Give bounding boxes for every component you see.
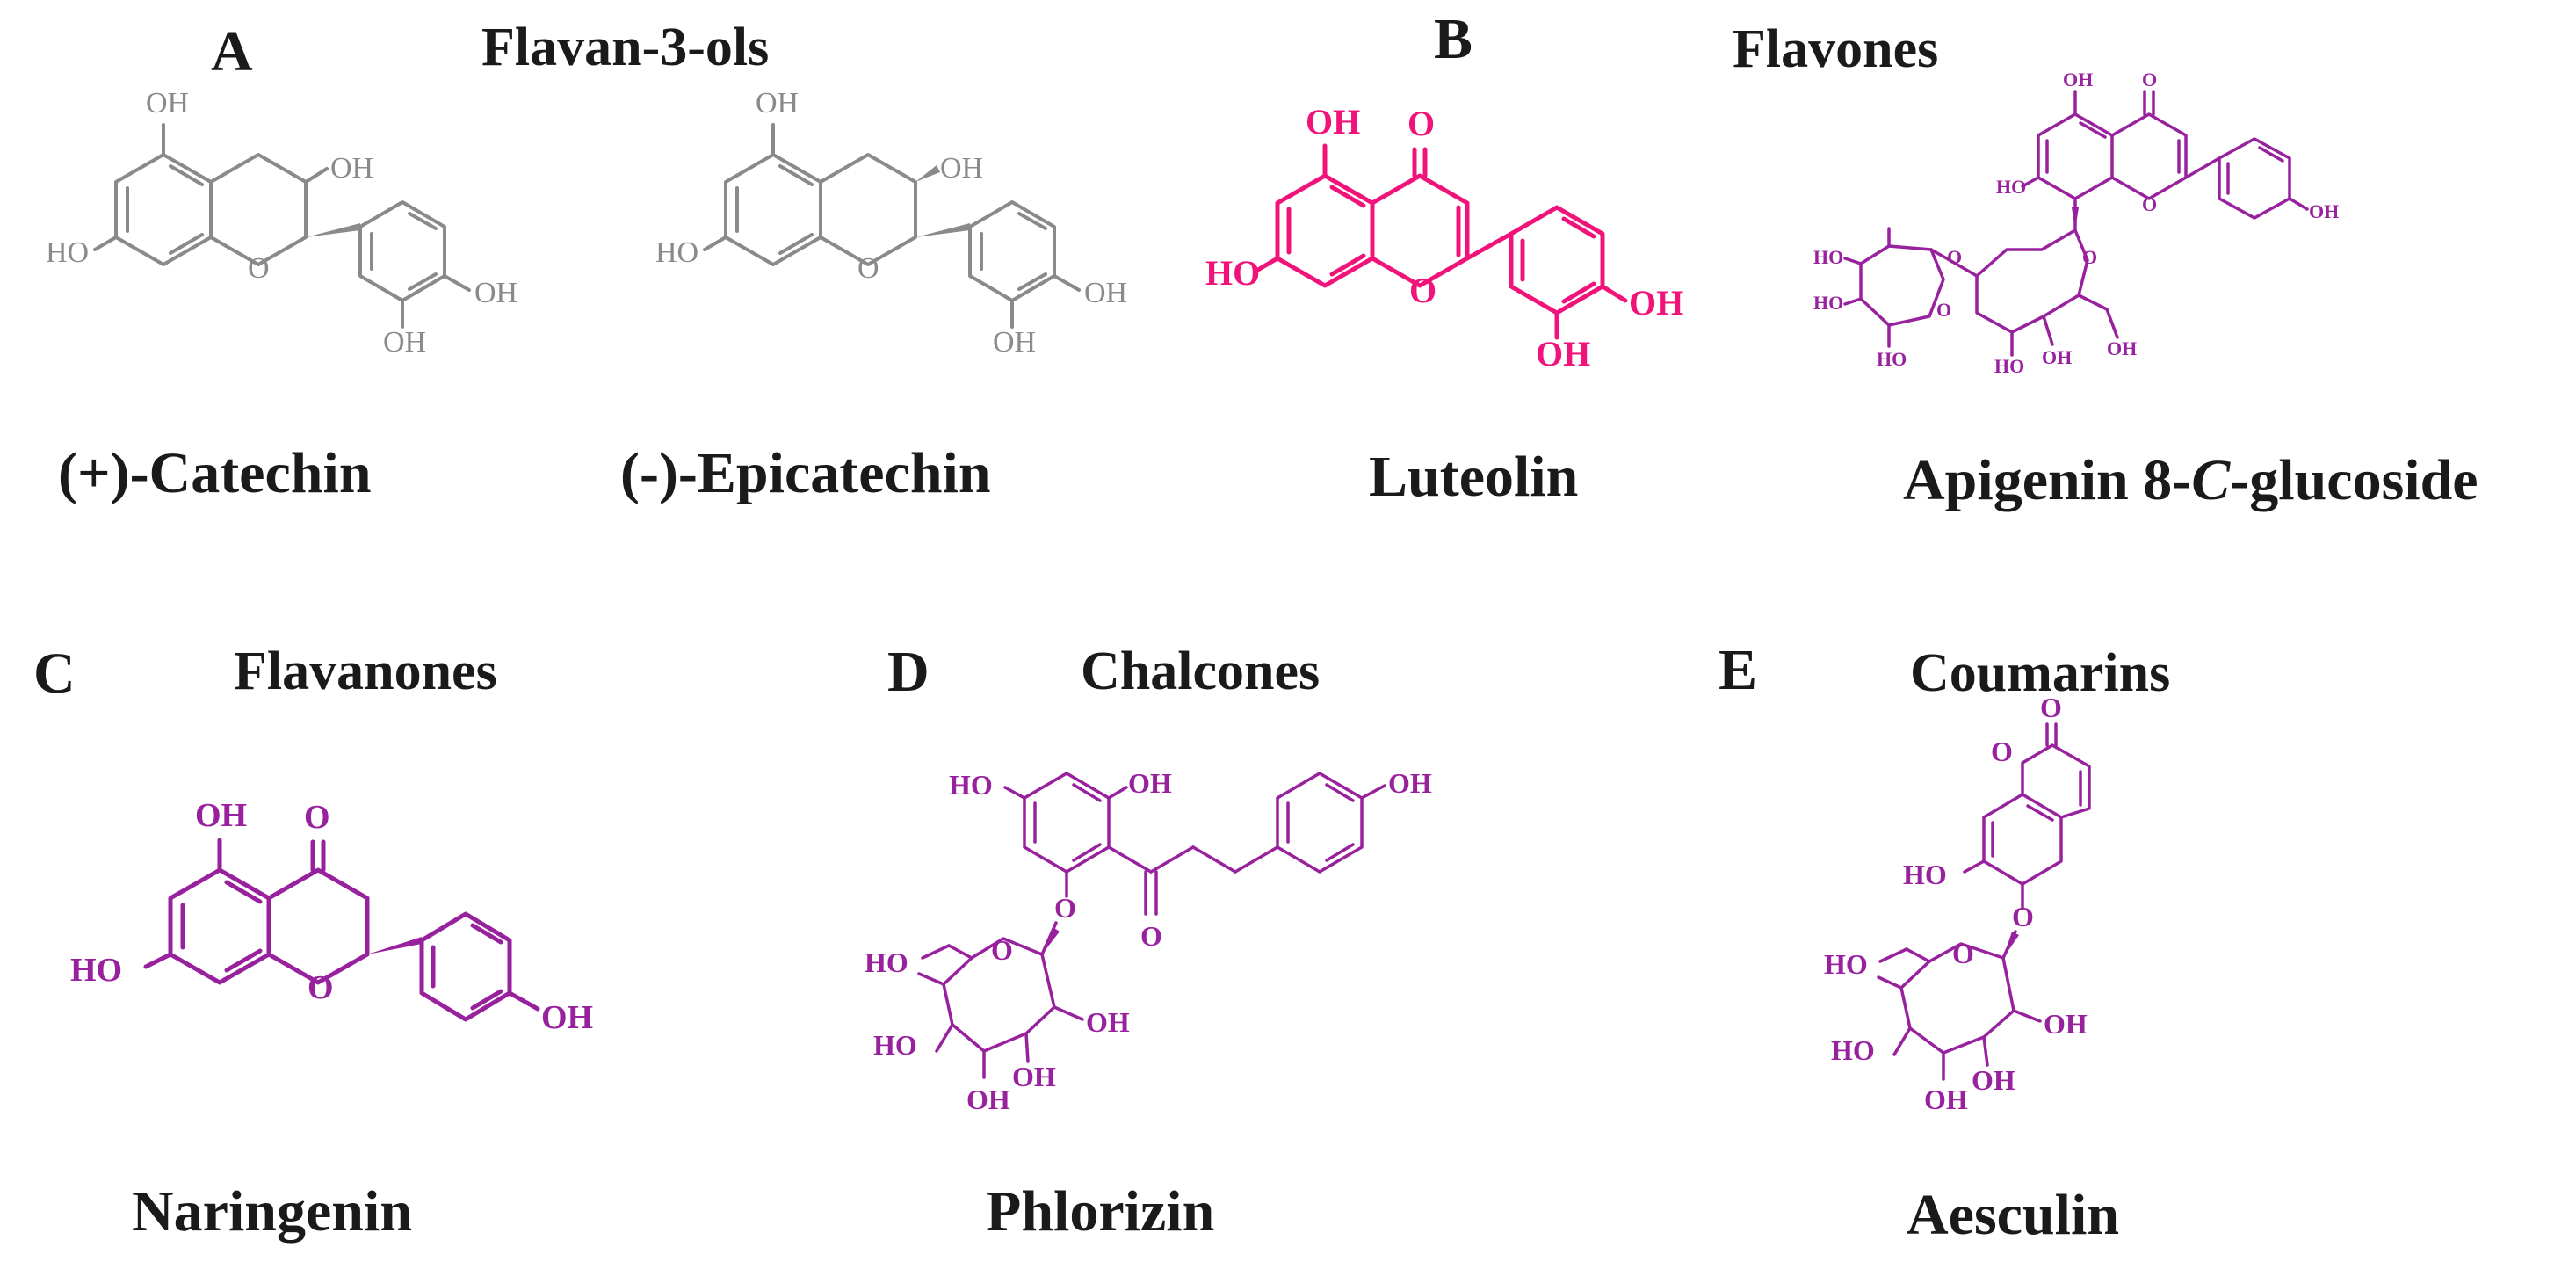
structure-catechin: OH OH HO O OH OH: [46, 87, 517, 359]
apigenin-sugar1-ho: HO: [1994, 355, 2024, 377]
phlorizin-oh-2pp-b: OH: [1086, 1006, 1130, 1038]
panel-letter-e: E: [1719, 638, 1757, 702]
phlorizin-oh-3pp: OH: [966, 1084, 1010, 1115]
naringenin-oh-5: OH: [195, 797, 247, 834]
compound-name-naringenin: Naringenin: [132, 1179, 412, 1244]
luteolin-o-ring: O: [1409, 271, 1436, 310]
structure-aesculin: O O HO O O HO HO OH OH OH: [1824, 692, 2091, 1115]
apigenin-oh-4p: OH: [2309, 200, 2339, 222]
catechin-bonds: [93, 123, 471, 329]
aesculin-oh-2p-b: OH: [2044, 1008, 2088, 1040]
structure-luteolin: OH O HO O OH OH: [1205, 102, 1683, 373]
panel-letter-a: A: [211, 19, 253, 83]
catechin-wedge-bond: [306, 223, 360, 237]
apigenin-sugar1-o-ring: O: [2082, 246, 2097, 268]
panel-letter-c: C: [33, 642, 76, 706]
structure-epicatechin: OH OH HO O OH OH: [655, 87, 1127, 359]
phlorizin-ho-6pp: HO: [865, 946, 908, 978]
naringenin-wedge-bond: [367, 937, 422, 954]
phlorizin-oh-6: OH: [1128, 767, 1172, 799]
compound-name-catechin: (+)-Catechin: [58, 441, 372, 505]
catechin-ho-7: HO: [46, 236, 89, 269]
luteolin-oh-4p: OH: [1629, 283, 1683, 323]
epicatechin-ho-7: HO: [655, 236, 698, 269]
catechin-oh-5: OH: [146, 87, 189, 120]
apigenin-bonds: [1843, 90, 2309, 357]
luteolin-ho-7: HO: [1205, 253, 1260, 293]
apigenin-sugar2-ho-c: HO: [1877, 348, 1907, 370]
class-title-flavones: Flavones: [1733, 19, 1938, 79]
structure-phlorizin: HO OH OH O O O HO HO OH OH OH: [865, 767, 1432, 1115]
aesculin-oh-3p: OH: [1924, 1084, 1968, 1115]
apigenin-ho-7: HO: [1996, 176, 2026, 198]
class-title-flavan-3-ols: Flavan-3-ols: [481, 18, 769, 77]
class-title-flavanones: Flavanones: [234, 642, 497, 701]
epicatechin-oh-4p: OH: [1084, 277, 1127, 309]
catechin-o-ring: O: [248, 252, 270, 285]
naringenin-o-ring: O: [308, 969, 334, 1006]
apigenin-sugar2-o-ring: O: [1936, 299, 1951, 321]
apigenin-wedge-c8: [2072, 207, 2079, 230]
structure-apigenin-8-c-glucoside: OH O HO O OH O HO HO HO O HO OH OH O: [1813, 69, 2339, 377]
epicatechin-wedge-oh: [915, 165, 940, 182]
structure-naringenin: OH O HO O OH: [70, 797, 593, 1036]
naringenin-o-carbonyl: O: [304, 799, 330, 836]
epicatechin-wedge-ring: [915, 223, 970, 237]
phlorizin-o-carbonyl: O: [1140, 920, 1162, 952]
apigenin-sugar2-ho-a: HO: [1813, 246, 1843, 268]
aesculin-oh-2p-a: OH: [1972, 1064, 2015, 1096]
aesculin-o-glycosidic: O: [2012, 901, 2034, 932]
phlorizin-wedge-bond: [1042, 928, 1060, 954]
luteolin-bonds: [1254, 143, 1628, 340]
compound-name-apigenin-8-c-glucoside: Apigenin 8-C-glucoside: [1903, 448, 2478, 512]
luteolin-o-carbonyl: O: [1407, 104, 1435, 143]
compound-name-phlorizin: Phlorizin: [986, 1179, 1214, 1244]
phlorizin-ho-4: HO: [949, 769, 993, 801]
epicatechin-bonds: [703, 123, 1081, 329]
apigenin-o-carbonyl: O: [2142, 69, 2157, 91]
naringenin-bonds: [143, 838, 540, 1022]
apigenin-sugar2-ho-b: HO: [1813, 292, 1843, 314]
aesculin-o-ring: O: [1991, 736, 2013, 767]
epicatechin-oh-3: OH: [940, 152, 983, 185]
phlorizin-oh-4p: OH: [1388, 767, 1432, 799]
apigenin-o-glycosidic: O: [1947, 246, 1962, 268]
compound-name-aesculin: Aesculin: [1907, 1183, 2119, 1247]
epicatechin-o-ring: O: [857, 252, 879, 285]
aesculin-ho-6p: HO: [1824, 948, 1868, 980]
apigenin-o-ring: O: [2142, 193, 2157, 215]
epicatechin-oh-3p: OH: [993, 326, 1036, 359]
apigenin-sugar1-oh-a: OH: [2042, 346, 2072, 368]
panel-letter-b: B: [1434, 7, 1473, 71]
naringenin-oh-4p: OH: [541, 999, 593, 1036]
class-title-coumarins: Coumarins: [1910, 643, 2170, 703]
aesculin-wedge-bond: [2003, 932, 2019, 958]
phlorizin-oh-2pp-a: OH: [1012, 1061, 1056, 1092]
compound-name-luteolin: Luteolin: [1369, 445, 1578, 509]
class-title-chalcones: Chalcones: [1081, 642, 1320, 701]
aesculin-ho-4p: HO: [1831, 1034, 1875, 1066]
aesculin-o-carbonyl: O: [2040, 692, 2062, 723]
compound-name-epicatechin: (-)-Epicatechin: [620, 441, 991, 505]
luteolin-oh-3p: OH: [1536, 334, 1590, 373]
catechin-oh-3p: OH: [383, 326, 426, 359]
catechin-oh-3: OH: [330, 152, 373, 185]
panel-letter-d: D: [887, 640, 930, 704]
phlorizin-ho-4pp: HO: [873, 1029, 917, 1061]
phlorizin-o-glycosidic: O: [1054, 892, 1076, 924]
aesculin-o-sugar-ring: O: [1952, 938, 1974, 969]
epicatechin-oh-5: OH: [756, 87, 799, 120]
apigenin-sugar1-oh-b: OH: [2107, 337, 2137, 359]
catechin-oh-4p: OH: [474, 277, 517, 309]
aesculin-ho-7: HO: [1903, 859, 1947, 890]
luteolin-oh-5: OH: [1306, 102, 1360, 141]
phlorizin-o-ring: O: [991, 934, 1013, 966]
apigenin-oh-5: OH: [2063, 69, 2093, 91]
naringenin-ho-7: HO: [70, 952, 122, 989]
phlorizin-bonds: [917, 772, 1386, 1079]
